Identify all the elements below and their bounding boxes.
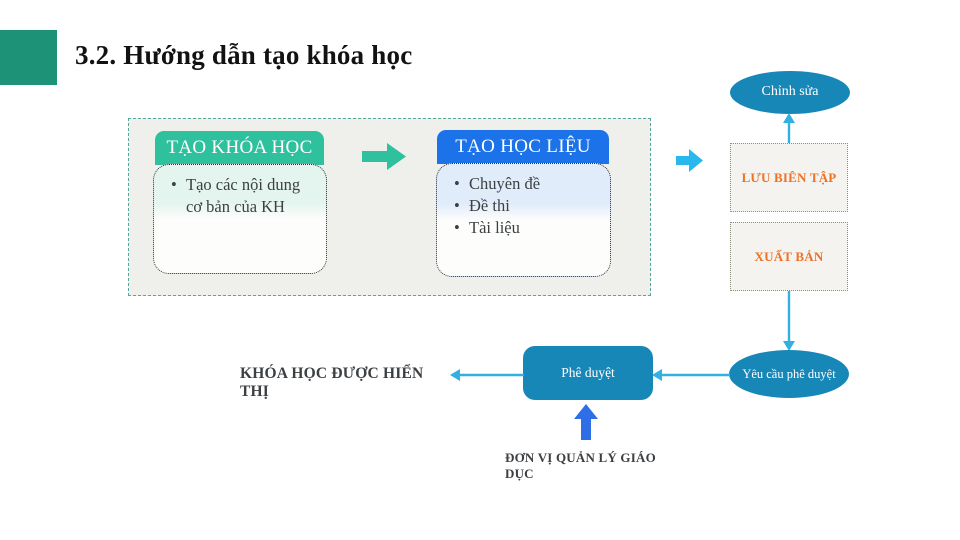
create-material-header-label: TẠO HỌC LIỆU — [455, 136, 591, 157]
page-title: 3.2. Hướng dẫn tạo khóa học — [75, 40, 413, 70]
save-edit-box: LƯU BIÊN TẬP — [730, 143, 848, 212]
approve-label: Phê duyệt — [561, 365, 615, 380]
block-arrow-right-cyan-icon — [676, 149, 703, 172]
create-course-header: TẠO KHÓA HỌC — [155, 131, 324, 165]
bullet-item: Tài liệu — [447, 217, 604, 239]
arrow-up-icon — [783, 113, 795, 145]
edit-bubble: Chỉnh sửa — [730, 71, 850, 114]
create-course-header-label: TẠO KHÓA HỌC — [166, 137, 313, 158]
request-approval-bubble: Yêu cầu phê duyệt — [729, 350, 849, 398]
arrow-left-icon — [450, 369, 524, 381]
arrow-left-icon — [652, 369, 730, 381]
save-edit-label: LƯU BIÊN TẬP — [741, 169, 837, 185]
create-course-box: Tạo các nội dung cơ bản của KH — [153, 164, 327, 274]
create-material-header: TẠO HỌC LIỆU — [437, 130, 609, 164]
approve-box: Phê duyệt — [523, 346, 653, 400]
bullet-item: Tạo các nội dung cơ bản của KH — [164, 174, 320, 218]
publish-box: XUẤT BẢN — [730, 222, 848, 291]
arrow-down-icon — [783, 291, 795, 351]
bullet-item: Chuyên đề — [447, 173, 604, 195]
create-course-bullets: Tạo các nội dung cơ bản của KH — [164, 174, 320, 218]
block-arrow-up-icon — [574, 404, 598, 440]
edit-bubble-label: Chỉnh sửa — [761, 84, 819, 100]
create-material-box: Chuyên đề Đề thi Tài liệu — [436, 163, 611, 277]
block-arrow-right-icon — [362, 143, 406, 170]
publish-label: XUẤT BẢN — [754, 248, 824, 264]
corner-accent-block — [0, 30, 57, 85]
bullet-item: Đề thi — [447, 195, 604, 217]
course-displayed-label: KHÓA HỌC ĐƯỢC HIỂN THỊ — [240, 365, 424, 400]
create-material-bullets: Chuyên đề Đề thi Tài liệu — [447, 173, 604, 238]
request-approval-label: Yêu cầu phê duyệt — [742, 366, 836, 381]
education-unit-label: ĐƠN VỊ QUẢN LÝ GIÁO DỤC — [505, 450, 656, 481]
